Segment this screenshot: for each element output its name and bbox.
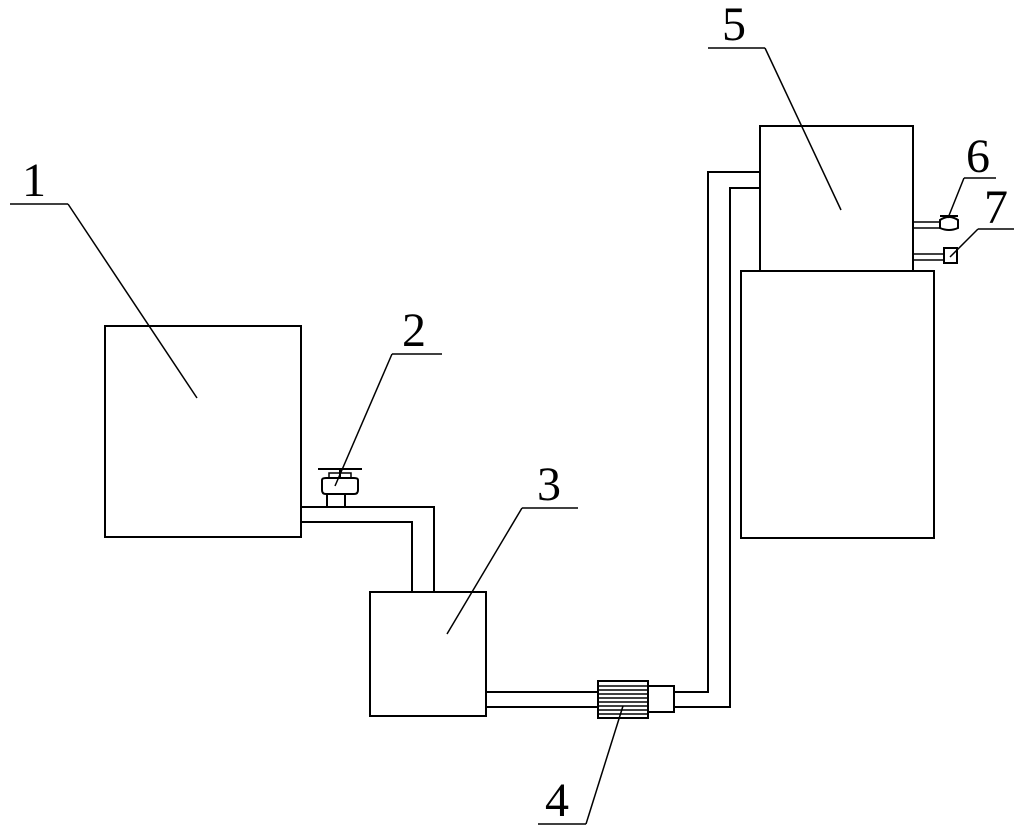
- label-4: 4: [545, 774, 569, 827]
- tank-1: [104, 325, 302, 538]
- callout-6: 6: [947, 130, 996, 219]
- pipe-1-to-3: [301, 506, 435, 592]
- base-unit: [740, 270, 935, 539]
- callout-7: 7: [949, 181, 1014, 258]
- tank-5: [759, 125, 914, 272]
- sensor-7: [913, 247, 958, 264]
- tap-6: [913, 215, 959, 231]
- tank-3: [369, 591, 487, 717]
- valve-2: [318, 468, 362, 507]
- callout-5: 5: [708, 0, 842, 211]
- pump-4: [597, 680, 675, 719]
- label-3: 3: [537, 458, 561, 511]
- pipe-3-to-4: [486, 691, 598, 708]
- label-7: 7: [984, 181, 1008, 234]
- callout-1: 1: [10, 154, 198, 399]
- callout-2: 2: [334, 304, 442, 487]
- label-1: 1: [22, 154, 46, 207]
- label-2: 2: [402, 304, 426, 357]
- callout-4: 4: [538, 705, 624, 827]
- label-6: 6: [966, 130, 990, 183]
- callout-3: 3: [446, 458, 578, 635]
- label-5: 5: [722, 0, 746, 51]
- pipe-4-to-5: [674, 171, 760, 708]
